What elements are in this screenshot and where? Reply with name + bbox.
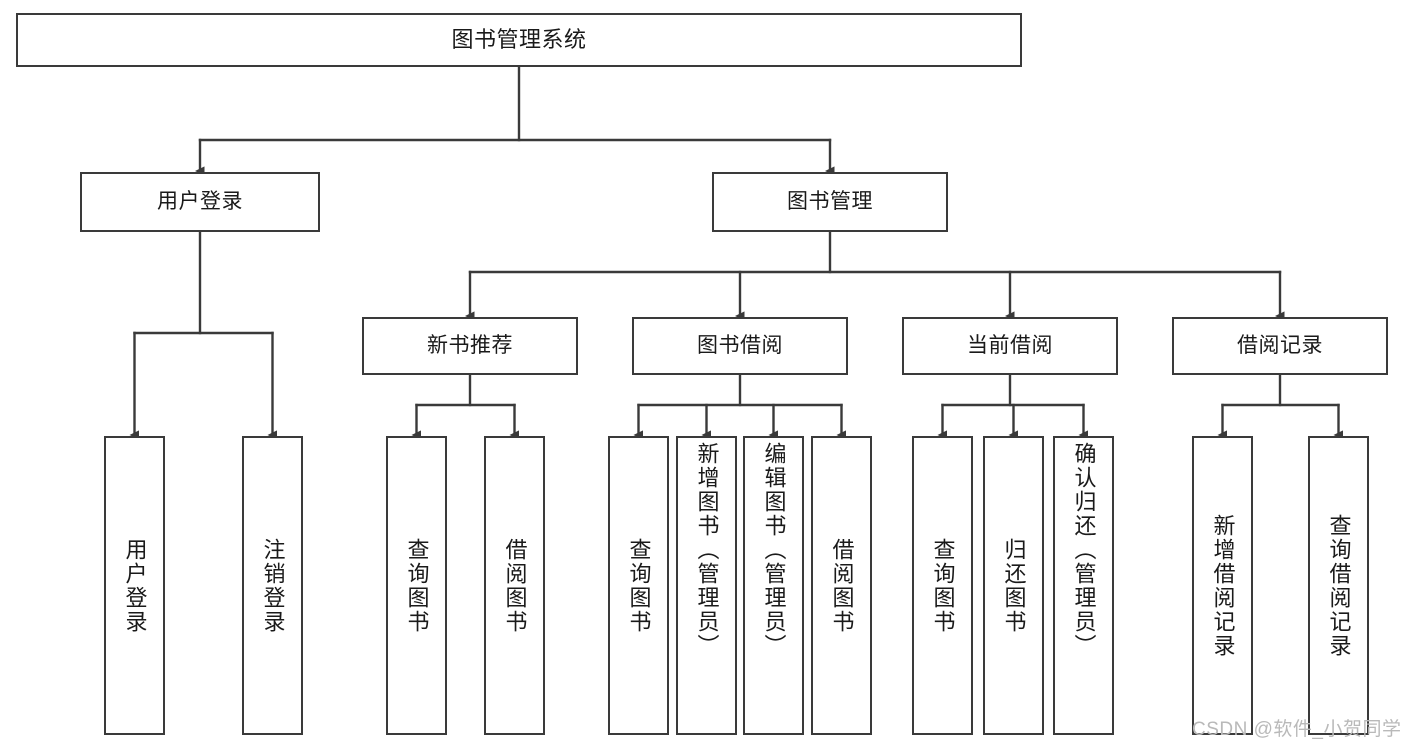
leaf-leaf-query-book-1[interactable]: 查询图书 <box>386 436 447 735</box>
node-label: 查询图书 <box>930 537 956 634</box>
node-label: 注销登录 <box>260 537 286 634</box>
node-label: 图书管理系统 <box>451 26 587 52</box>
node-label: 新增借阅记录 <box>1210 513 1236 658</box>
leaf-leaf-user-logout[interactable]: 注销登录 <box>242 436 303 735</box>
node-label: 查询借阅记录 <box>1326 513 1352 658</box>
node-label: 图书借阅 <box>697 334 783 358</box>
node-label: 用户登录 <box>122 537 148 634</box>
node-user-login[interactable]: 用户登录 <box>80 172 320 232</box>
node-label: 借阅记录 <box>1237 334 1323 358</box>
node-book-manage[interactable]: 图书管理 <box>712 172 948 232</box>
node-borrow-record[interactable]: 借阅记录 <box>1172 317 1388 375</box>
node-book-borrow[interactable]: 图书借阅 <box>632 317 848 375</box>
leaf-leaf-borrow-book-1[interactable]: 借阅图书 <box>484 436 545 735</box>
node-label: 当前借阅 <box>967 334 1053 358</box>
node-label: 借阅图书 <box>829 537 855 634</box>
node-label: 归还图书 <box>1001 537 1027 634</box>
node-label: 确认归还（管理员） <box>1071 442 1097 658</box>
leaf-leaf-edit-book[interactable]: 编辑图书（管理员） <box>743 436 804 735</box>
node-label: 查询图书 <box>404 537 430 634</box>
node-label: 图书管理 <box>787 190 873 214</box>
node-label: 新增图书（管理员） <box>694 442 720 658</box>
node-label: 编辑图书（管理员） <box>761 442 787 658</box>
node-label: 用户登录 <box>157 190 243 214</box>
leaf-leaf-query-book-2[interactable]: 查询图书 <box>608 436 669 735</box>
leaf-leaf-query-record[interactable]: 查询借阅记录 <box>1308 436 1369 735</box>
node-root-图书管理系统[interactable]: 图书管理系统 <box>16 13 1022 67</box>
leaf-leaf-borrow-book-2[interactable]: 借阅图书 <box>811 436 872 735</box>
node-new-book-recommend[interactable]: 新书推荐 <box>362 317 578 375</box>
node-label: 新书推荐 <box>427 334 513 358</box>
leaf-leaf-add-record[interactable]: 新增借阅记录 <box>1192 436 1253 735</box>
csdn-watermark: CSDN @软件_小贺同学 <box>1192 719 1402 740</box>
node-label: 借阅图书 <box>502 537 528 634</box>
leaf-leaf-confirm-return[interactable]: 确认归还（管理员） <box>1053 436 1114 735</box>
node-label: 查询图书 <box>626 537 652 634</box>
leaf-leaf-return-book[interactable]: 归还图书 <box>983 436 1044 735</box>
leaf-leaf-query-book-3[interactable]: 查询图书 <box>912 436 973 735</box>
leaf-leaf-add-book[interactable]: 新增图书（管理员） <box>676 436 737 735</box>
leaf-leaf-user-login[interactable]: 用户登录 <box>104 436 165 735</box>
node-current-borrow[interactable]: 当前借阅 <box>902 317 1118 375</box>
